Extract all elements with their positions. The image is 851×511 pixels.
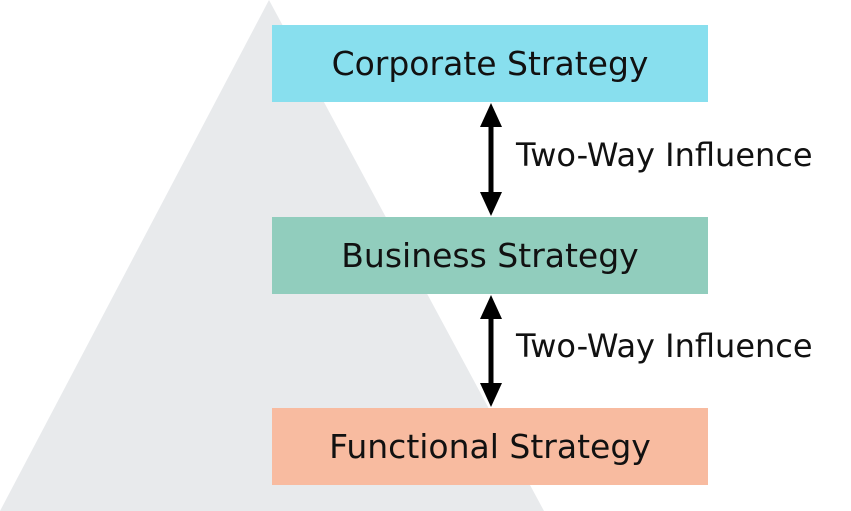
functional-strategy-label: Functional Strategy bbox=[329, 427, 651, 466]
two-way-arrow-top bbox=[480, 103, 502, 216]
business-strategy-box: Business Strategy bbox=[272, 217, 708, 294]
arrow-head-up bbox=[480, 295, 502, 319]
business-strategy-label: Business Strategy bbox=[341, 236, 639, 275]
corporate-strategy-box: Corporate Strategy bbox=[272, 25, 708, 102]
two-way-arrow-bottom bbox=[480, 295, 502, 407]
two-way-influence-label-top: Two-Way Influence bbox=[516, 136, 813, 174]
two-way-influence-label-bottom: Two-Way Influence bbox=[516, 327, 813, 365]
arrow-head-up bbox=[480, 103, 502, 127]
corporate-strategy-label: Corporate Strategy bbox=[331, 44, 649, 83]
arrow-head-down bbox=[480, 192, 502, 216]
arrow-head-down bbox=[480, 383, 502, 407]
functional-strategy-box: Functional Strategy bbox=[272, 408, 708, 485]
